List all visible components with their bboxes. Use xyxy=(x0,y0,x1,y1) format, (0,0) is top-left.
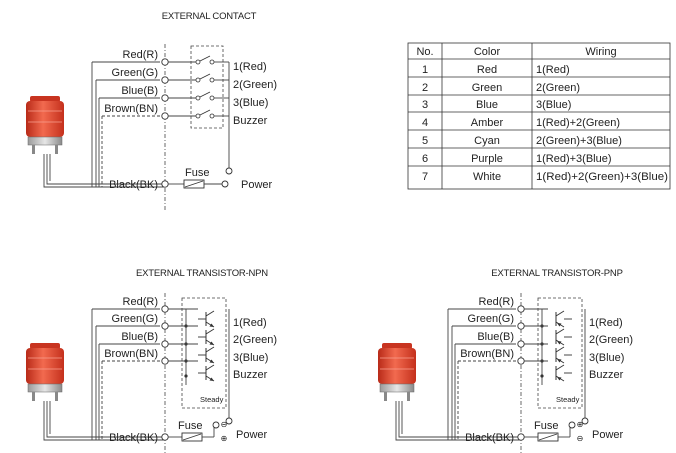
minus-symbol: ⊖ xyxy=(221,420,228,429)
table-cell: 4 xyxy=(422,117,428,129)
output-label-2: 2(Green) xyxy=(233,79,277,91)
wire-label-green: Green(G) xyxy=(112,313,158,325)
minus-symbol: ⊖ xyxy=(577,434,584,443)
table-cell: 5 xyxy=(422,135,428,147)
lamp-icon xyxy=(377,342,417,402)
output-label-2: 2(Green) xyxy=(233,334,277,346)
table-cell: 3 xyxy=(422,99,428,111)
power-label: Power xyxy=(241,179,273,191)
pnp-title: EXTERNAL TRANSISTOR-PNP xyxy=(491,268,622,279)
table-cell: Blue xyxy=(476,99,498,111)
wire-label-red: Red(R) xyxy=(479,296,514,308)
table-cell: Amber xyxy=(471,117,504,129)
lamp-icon xyxy=(25,95,65,155)
wire-label-black: Black(BK) xyxy=(109,179,158,191)
contact-diagram: EXTERNAL CONTACT xyxy=(25,11,277,212)
power-label: Power xyxy=(592,429,624,441)
table-cell: Green xyxy=(472,82,503,94)
wire-label-red: Red(R) xyxy=(123,49,158,61)
fuse-label: Fuse xyxy=(178,420,202,432)
table-cell: 2(Green)+3(Blue) xyxy=(536,135,622,147)
wire-label-red: Red(R) xyxy=(123,296,158,308)
output-label-2: 2(Green) xyxy=(589,334,633,346)
table-cell: Cyan xyxy=(474,135,500,147)
output-label-3: 3(Blue) xyxy=(589,352,624,364)
table-cell: 1(Red)+2(Green)+3(Blue) xyxy=(536,171,668,183)
wire-label-blue: Blue(B) xyxy=(121,85,158,97)
contact-title: EXTERNAL CONTACT xyxy=(162,11,257,22)
lamp-icon xyxy=(25,342,65,402)
wire-label-brown: Brown(BN) xyxy=(104,103,158,115)
table-cell: 6 xyxy=(422,153,428,165)
wire-label-blue: Blue(B) xyxy=(121,331,158,343)
power-label: Power xyxy=(236,429,268,441)
table-header-color: Color xyxy=(474,46,501,58)
fuse-label: Fuse xyxy=(534,420,558,432)
npn-diagram: EXTERNAL TRANSISTOR-NPN xyxy=(25,268,277,453)
table-header-no: No. xyxy=(416,46,433,58)
table-cell: 7 xyxy=(422,171,428,183)
color-wiring-table: No. Color Wiring 1 Red 1(Red) 2 Green 2(… xyxy=(407,42,671,190)
wire-label-brown: Brown(BN) xyxy=(460,348,514,360)
table-cell: 3(Blue) xyxy=(536,99,571,111)
wire-label-blue: Blue(B) xyxy=(477,331,514,343)
output-label-3: 3(Blue) xyxy=(233,97,268,109)
table-cell: 2 xyxy=(422,82,428,94)
wire-label-black: Black(BK) xyxy=(109,432,158,444)
table-cell: 1(Red)+2(Green) xyxy=(536,117,620,129)
plus-symbol: ⊕ xyxy=(577,420,584,429)
npn-title: EXTERNAL TRANSISTOR-NPN xyxy=(136,268,268,279)
wire-label-black: Black(BK) xyxy=(465,432,514,444)
steady-label: Steady xyxy=(556,395,580,404)
output-label-3: 3(Blue) xyxy=(233,352,268,364)
fuse-label: Fuse xyxy=(185,167,209,179)
output-label-1: 1(Red) xyxy=(233,61,267,73)
table-cell: 1(Red) xyxy=(536,64,570,76)
wire-label-brown: Brown(BN) xyxy=(104,348,158,360)
table-header-wiring: Wiring xyxy=(585,46,616,58)
wire-label-green: Green(G) xyxy=(112,67,158,79)
wire-label-green: Green(G) xyxy=(468,313,514,325)
table-cell: 2(Green) xyxy=(536,82,580,94)
table-cell: Purple xyxy=(471,153,503,165)
output-label-1: 1(Red) xyxy=(589,317,623,329)
plus-symbol: ⊕ xyxy=(221,434,228,443)
output-label-buzzer: Buzzer xyxy=(589,369,624,381)
table-cell: 1(Red)+3(Blue) xyxy=(536,153,612,165)
output-label-1: 1(Red) xyxy=(233,317,267,329)
output-label-buzzer: Buzzer xyxy=(233,115,268,127)
output-label-buzzer: Buzzer xyxy=(233,369,268,381)
table-cell: Red xyxy=(477,64,497,76)
table-cell: White xyxy=(473,171,501,183)
steady-label: Steady xyxy=(200,395,224,404)
pnp-diagram: EXTERNAL TRANSISTOR-PNP xyxy=(377,268,633,453)
table-cell: 1 xyxy=(422,64,428,76)
